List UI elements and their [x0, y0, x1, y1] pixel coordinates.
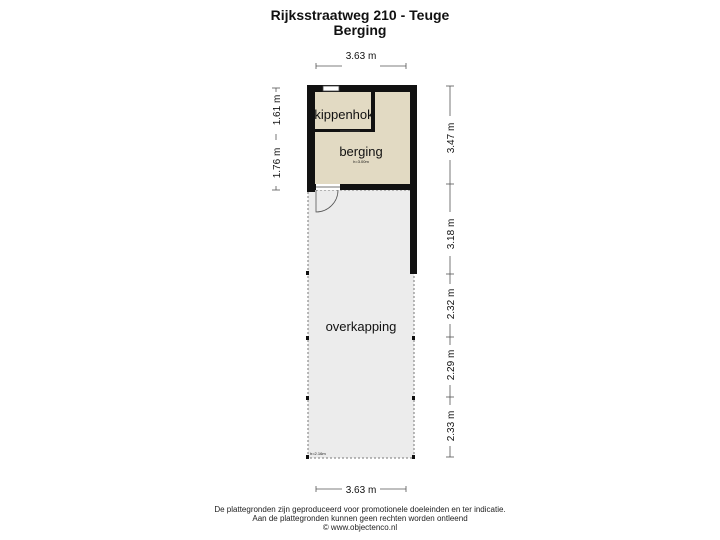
room-height-berging: h=3.00m [353, 159, 369, 164]
post [306, 396, 309, 400]
wall-right [410, 85, 417, 274]
dimension-right [446, 85, 454, 458]
berging-area [315, 92, 410, 185]
wall-bottom [315, 184, 410, 190]
dimension-right-5: 2.33 m [446, 411, 457, 442]
dimension-right-2: 3.18 m [446, 219, 457, 250]
wall-top [307, 85, 417, 92]
room-height-overkapping: h=2.16m [310, 451, 326, 456]
dimension-left-total: 1.76 m [272, 148, 283, 179]
copyright-link[interactable]: © www.objectenco.nl [322, 523, 398, 532]
post [412, 336, 415, 340]
disclaimer-line-2: Aan de plattegronden kunnen geen rechten… [252, 514, 468, 523]
door-swing [315, 189, 339, 213]
room-label-berging: berging [339, 144, 382, 159]
plan-subtitle: Berging [333, 22, 387, 38]
room-label-kippenhok: kippenhok [314, 107, 374, 122]
dimension-top [315, 63, 407, 69]
disclaimer-line-1: De plattegronden zijn geproduceerd voor … [214, 505, 506, 514]
kippenhok-wall-horizontal [315, 129, 375, 132]
plan-title: Rijksstraatweg 210 - Teuge [270, 7, 450, 23]
wall-left [307, 85, 315, 192]
dimension-bottom-label: 3.63 m [346, 485, 377, 496]
room-label-overkapping: overkapping [326, 319, 397, 334]
window-top [322, 85, 340, 92]
dimension-left-upper: 1.61 m [272, 95, 283, 126]
dimension-left [272, 87, 280, 191]
overkapping-area [307, 189, 415, 459]
post [306, 271, 309, 275]
post [412, 396, 415, 400]
dimension-top-label: 3.63 m [346, 51, 377, 62]
dimension-bottom [315, 486, 407, 492]
dimension-right-1: 3.47 m [446, 123, 457, 154]
post [306, 336, 309, 340]
dimension-right-4: 2.29 m [446, 350, 457, 381]
post [306, 455, 309, 459]
kippenhok-wall-vertical [371, 92, 375, 132]
dimension-right-3: 2.32 m [446, 289, 457, 320]
post [412, 455, 415, 459]
